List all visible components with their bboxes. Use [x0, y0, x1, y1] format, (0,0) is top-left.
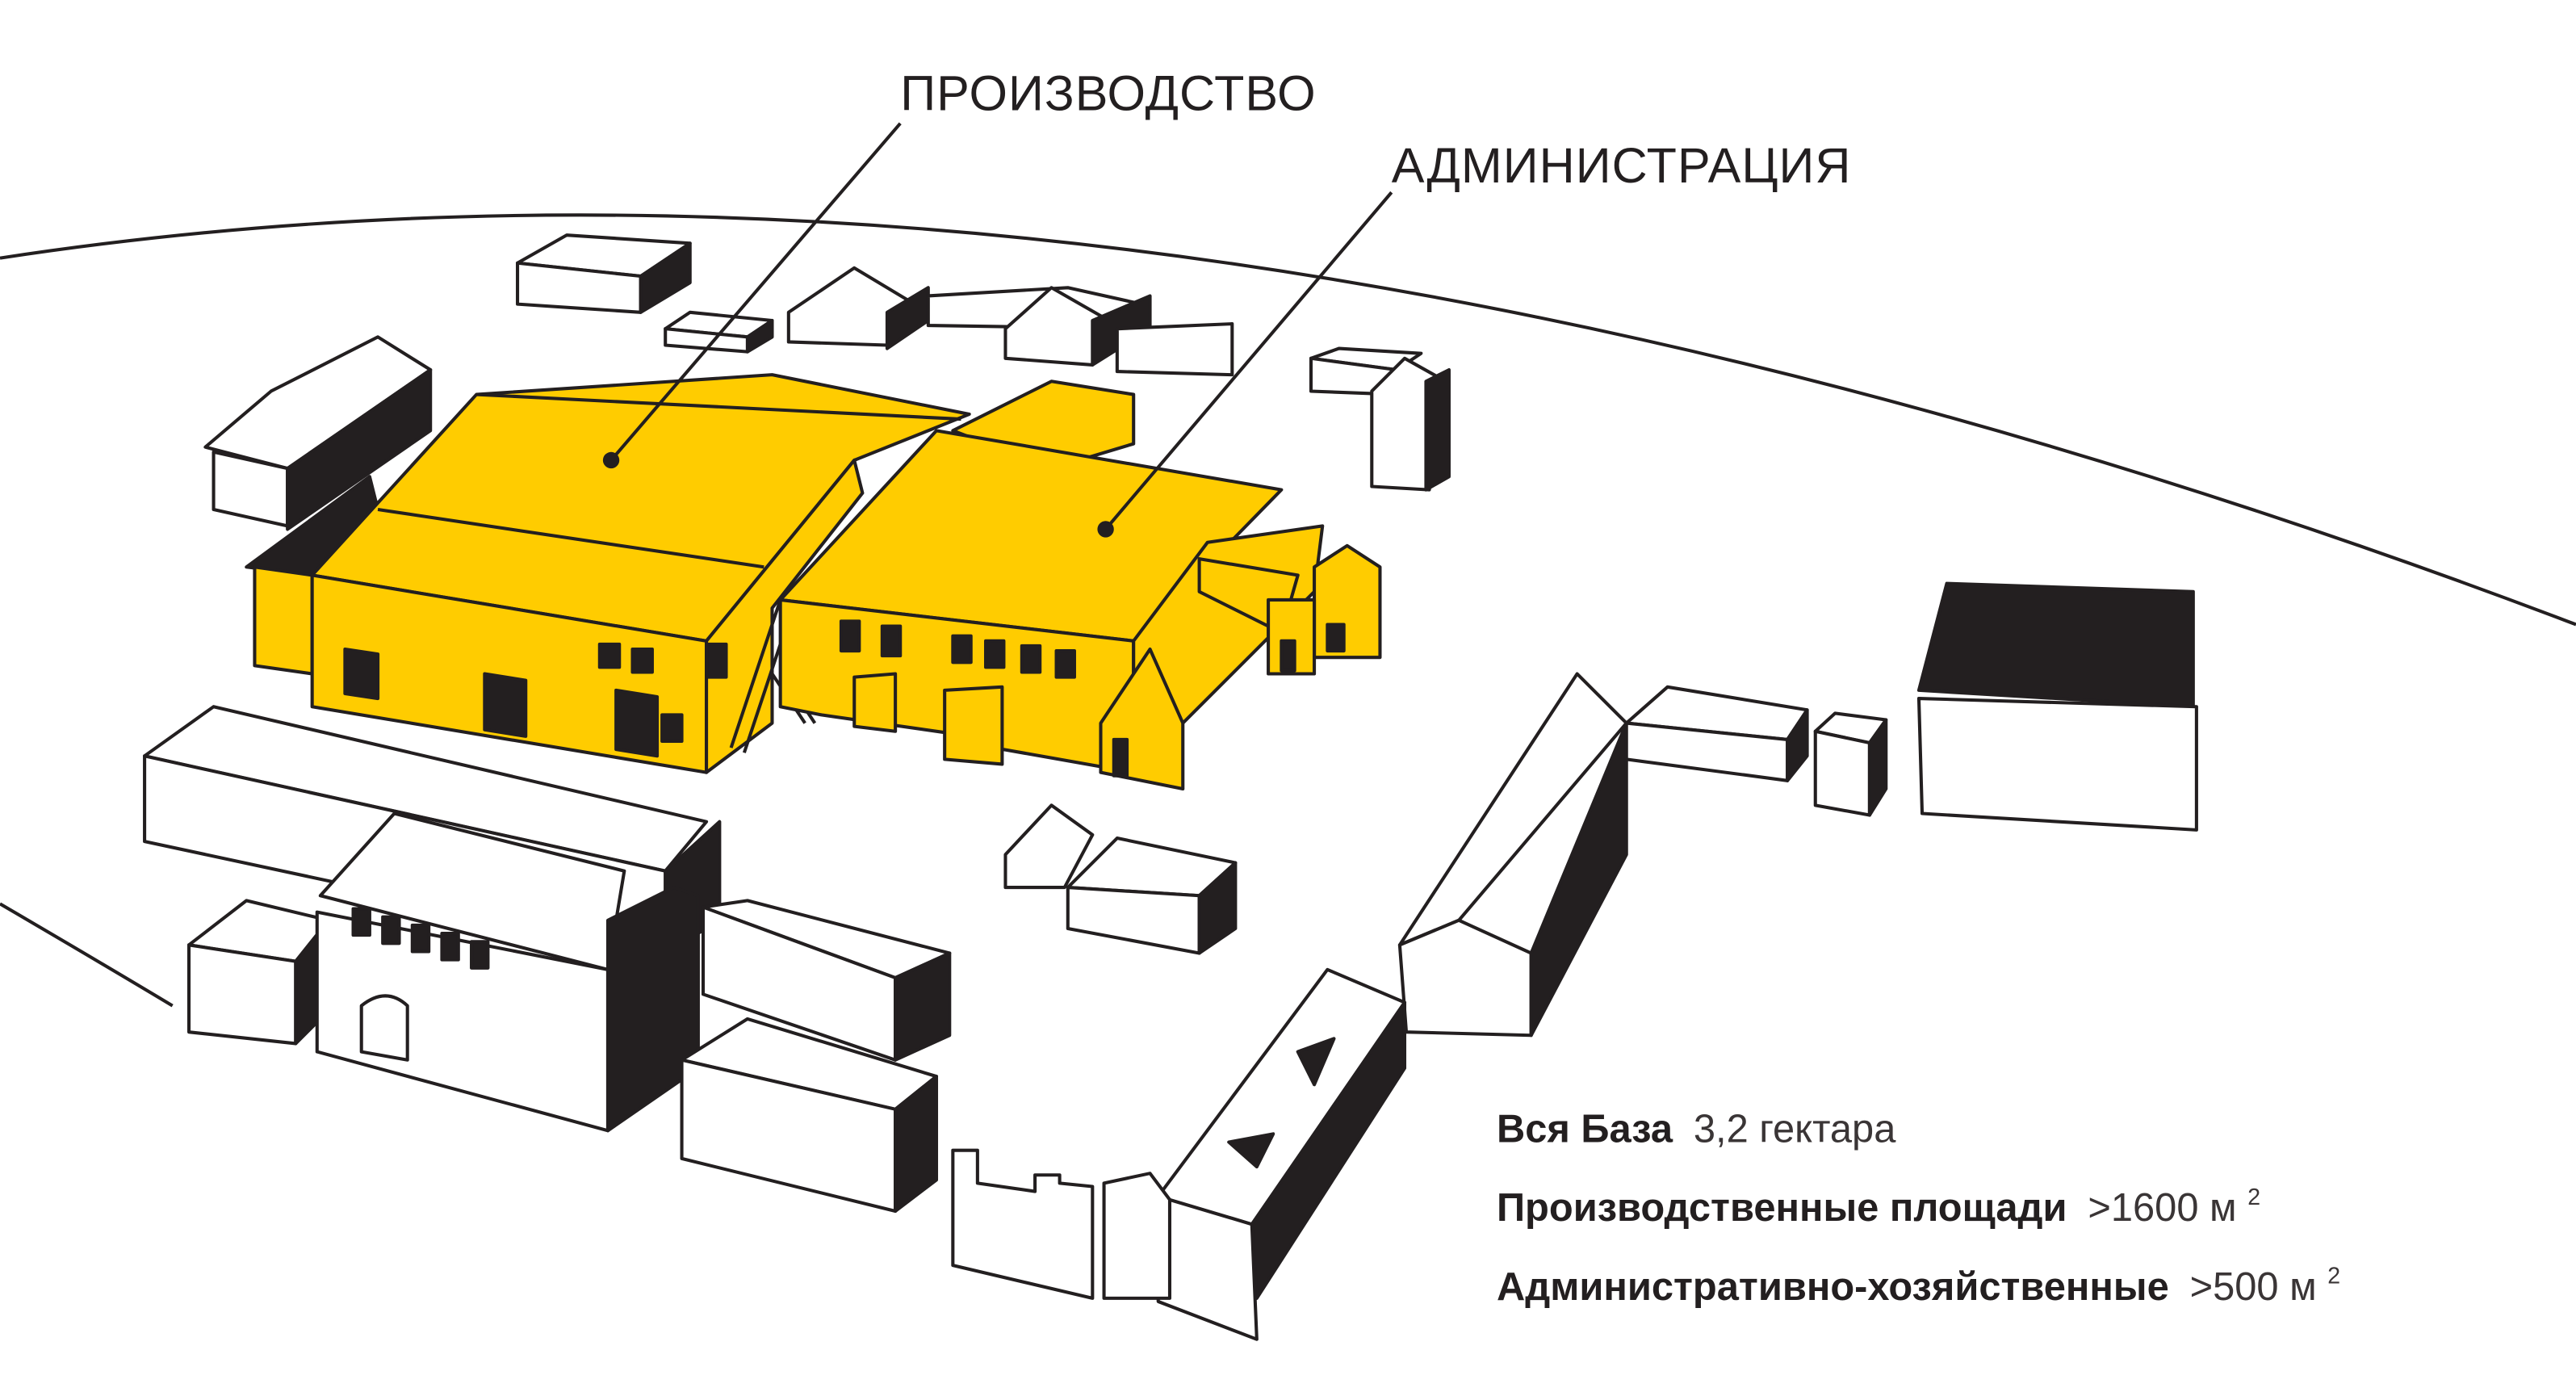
- building-top-center: [786, 266, 1234, 377]
- stat-row-production: Производственные площади >1600 м 2: [1497, 1184, 2260, 1230]
- administration-leader-line: [1104, 191, 1393, 530]
- stat-label: Вся База: [1497, 1108, 1673, 1151]
- administration-pointer-dot: [1097, 521, 1114, 538]
- administration-label: АДМИНИСТРАЦИЯ: [1392, 138, 1852, 193]
- building-small-middle: [1003, 803, 1238, 955]
- administration-building: [778, 379, 1382, 791]
- stat-row-total: Вся База 3,2 гектара: [1497, 1108, 1896, 1151]
- stat-label: Административно-хозяйственные: [1497, 1265, 2169, 1309]
- stat-unit-sup: 2: [2247, 1184, 2260, 1210]
- production-windows: [597, 642, 728, 743]
- stat-label: Производственные площади: [1497, 1186, 2067, 1230]
- building-gate-complex: [186, 811, 700, 1133]
- stat-unit-sup: 2: [2327, 1264, 2340, 1289]
- admin-windows: [839, 619, 1346, 778]
- building-lower-center-1: [701, 899, 952, 1062]
- building-diagonal-bottom: [951, 967, 1407, 1341]
- building-top-right: [1309, 346, 1451, 492]
- site-boundary-arc: [0, 213, 2576, 627]
- gate-windows: [351, 907, 490, 970]
- building-lower-center-2: [680, 1017, 939, 1214]
- production-leader-line: [609, 122, 902, 462]
- stat-value: >1600 м: [2088, 1186, 2236, 1230]
- building-left-gabled: [203, 335, 433, 531]
- production-label: ПРОИЗВОДСТВО: [900, 65, 1316, 120]
- building-top-left-block: [516, 233, 692, 314]
- production-pointer-dot: [602, 451, 620, 469]
- production-building: [245, 373, 971, 774]
- building-top-small: [664, 310, 774, 354]
- stat-row-admin: Административно-хозяйственные >500 м 2: [1497, 1264, 2340, 1309]
- garage-doors: [343, 647, 660, 758]
- site-stats: Вся База 3,2 гектара Производственные пл…: [1497, 1108, 2340, 1309]
- stat-value: 3,2 гектара: [1694, 1108, 1896, 1151]
- building-dark-roof: [1916, 581, 2198, 832]
- site-boundary-arc-left: [0, 902, 174, 1008]
- stat-value: >500 м: [2190, 1265, 2317, 1309]
- building-long-right: [1397, 672, 1888, 1038]
